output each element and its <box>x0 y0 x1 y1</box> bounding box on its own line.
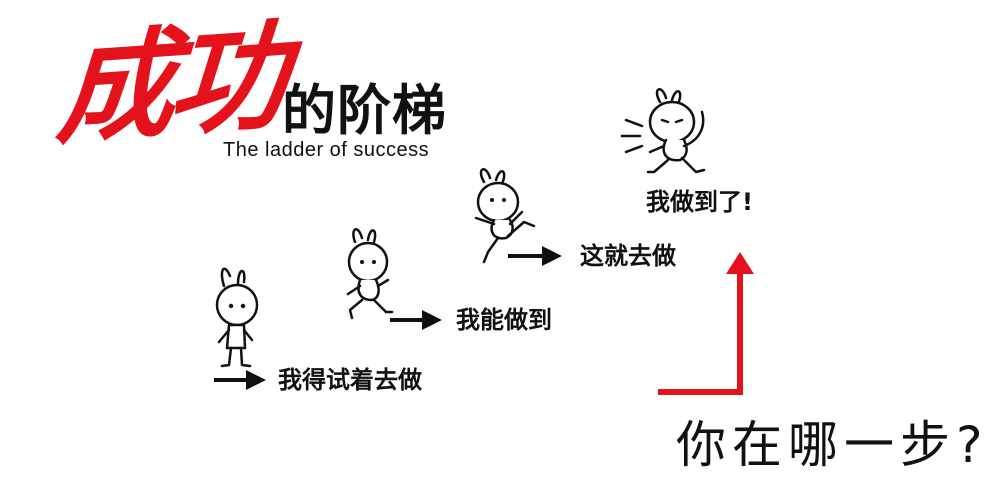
step-label-can-do: 我能做到 <box>456 306 552 334</box>
title-ladder: 的阶梯 <box>282 79 447 142</box>
question-where-are-you: 你在哪一步? <box>676 416 989 474</box>
step-arrows <box>214 246 562 390</box>
rabbit-walking-icon <box>346 228 394 320</box>
subtitle-english: The ladder of success <box>223 139 430 161</box>
rabbit-running-icon <box>474 168 536 264</box>
step-label-do-now: 这就去做 <box>580 242 676 270</box>
rabbit-standing-icon <box>215 267 259 368</box>
step-label-done: 我做到了! <box>646 188 753 216</box>
rabbit-victory-icon <box>620 88 706 174</box>
step-label-try: 我得试着去做 <box>278 366 422 394</box>
red-progress-arrow-icon <box>658 252 754 395</box>
